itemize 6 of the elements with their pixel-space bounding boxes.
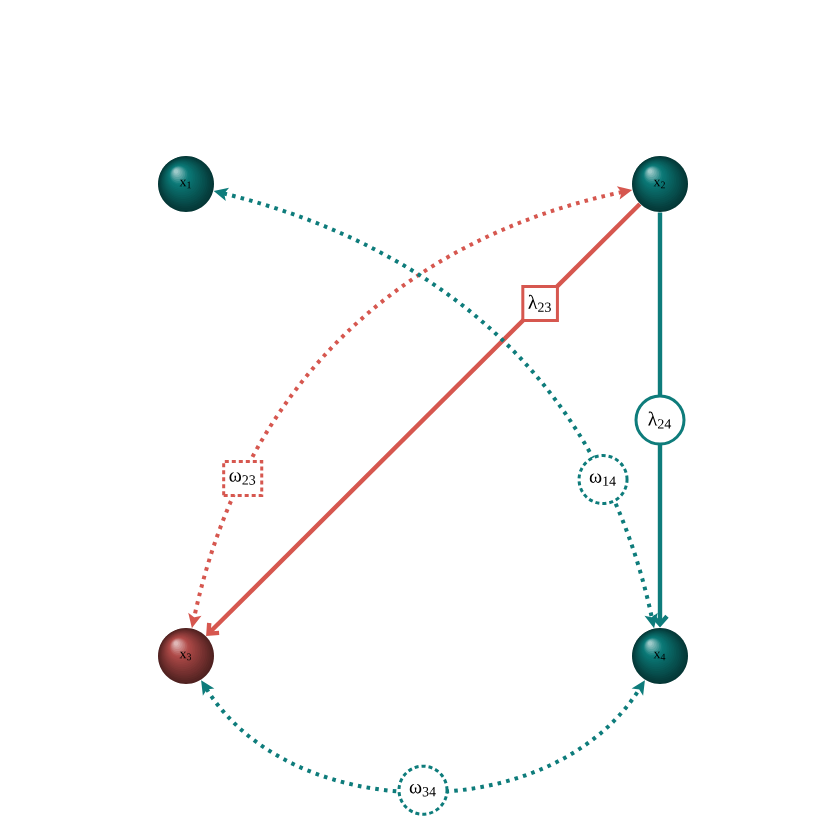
arrow <box>651 212 669 628</box>
edge-label: λ$_{24}$ <box>634 394 686 446</box>
edge-label: ω$_{34}$ <box>397 764 449 816</box>
edge-label: ω$_{14}$ <box>577 454 629 506</box>
edge-label: λ$_{23}$ <box>521 284 559 322</box>
edge-label: ω$_{23}$ <box>222 459 264 497</box>
